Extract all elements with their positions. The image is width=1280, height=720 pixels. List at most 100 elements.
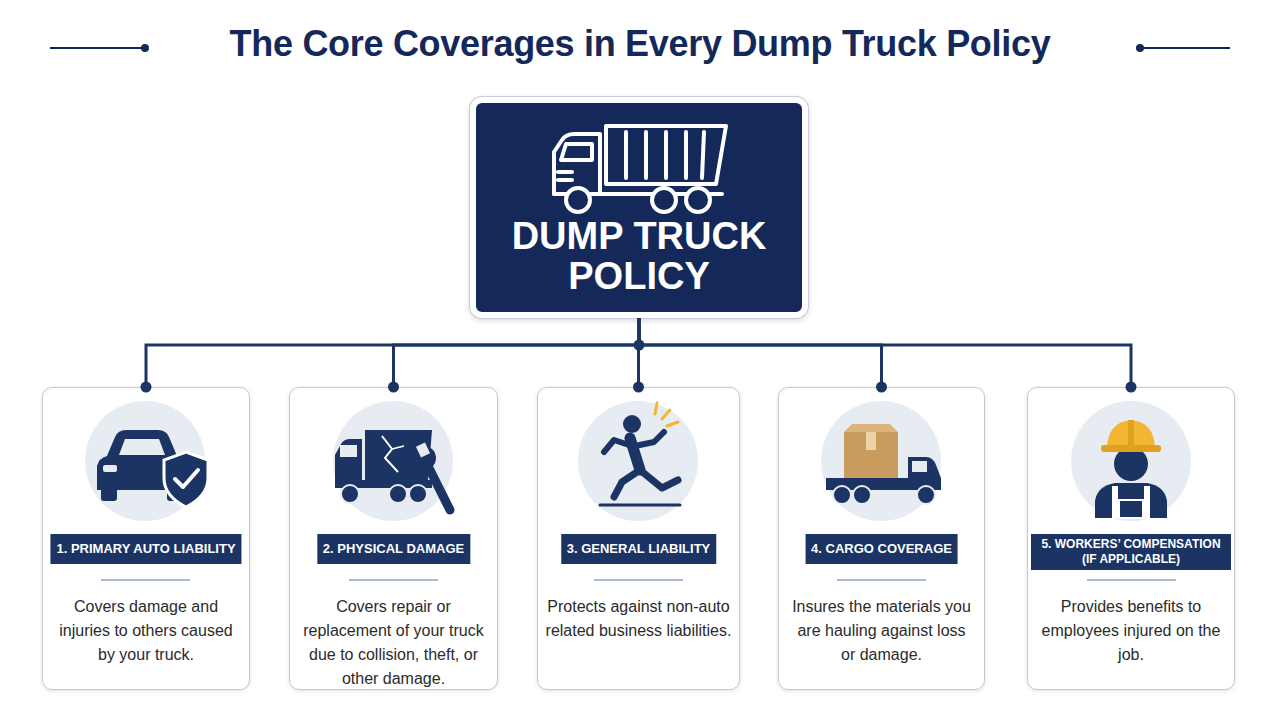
truck-window — [561, 144, 592, 160]
separator-line — [101, 579, 190, 581]
coverage-description: Insures the materials you are hauling ag… — [789, 595, 975, 667]
wrench-handle — [428, 466, 450, 510]
hard-hat-ridge — [1128, 420, 1134, 446]
title-rule-dot — [141, 44, 149, 52]
cargo-tape — [866, 432, 876, 450]
separator-line — [837, 579, 926, 581]
separator-line — [1087, 579, 1176, 581]
hard-hat — [1107, 420, 1155, 448]
coverage-description: Protects against non-auto related busine… — [546, 595, 732, 643]
car-shield-icon — [97, 430, 208, 507]
truck-cab — [554, 134, 600, 194]
wrench-head — [412, 446, 436, 470]
dump-truck-icon — [554, 126, 726, 212]
tree-connector — [637, 318, 641, 387]
truck-bed — [606, 126, 726, 184]
alert-line — [662, 410, 670, 419]
cargo-box — [844, 432, 898, 478]
title-rule — [50, 47, 145, 49]
icon-circle — [85, 401, 205, 521]
wrench-jaw — [416, 442, 430, 457]
coverage-description: Provides benefits to employees injured o… — [1038, 595, 1224, 667]
worker-head — [1114, 447, 1148, 481]
alert-line — [667, 422, 678, 426]
truck-cab — [908, 457, 941, 490]
coverage-box: 2. PHYSICAL DAMAGE Covers repair or repla… — [289, 387, 498, 690]
coverage-description: Covers damage and injuries to others cau… — [53, 595, 239, 667]
truck-grille — [558, 170, 572, 174]
car-window — [119, 439, 165, 455]
icon-circle — [821, 401, 941, 521]
truck-wheel — [853, 486, 871, 504]
truck-window — [340, 445, 357, 457]
car-wheel — [167, 488, 183, 501]
hard-hat-brim — [1101, 445, 1161, 452]
tree-connector — [639, 318, 1131, 387]
bed-slat — [664, 132, 668, 178]
cargo-truck-icon — [826, 424, 941, 504]
coverage-box: 4. CARGO COVERAGE Insures the materials y… — [778, 387, 985, 690]
person-arm — [635, 432, 664, 446]
icon-circle — [1071, 401, 1191, 521]
person-arm — [604, 440, 632, 452]
alert-line — [655, 403, 657, 414]
crack-line — [392, 446, 404, 449]
truck-wheel — [566, 188, 590, 212]
tree-connector — [394, 318, 640, 387]
car-body — [97, 430, 187, 490]
truck-chassis — [554, 192, 722, 196]
car-headlight — [167, 465, 181, 472]
separator-line — [594, 579, 683, 581]
slip-fall-icon — [600, 403, 680, 505]
overall-bib — [1119, 500, 1143, 518]
icon-circle — [333, 401, 453, 521]
tree-connector — [639, 318, 882, 387]
coverage-description: Covers repair or replacement of your tru… — [301, 595, 487, 691]
bed-slat — [644, 132, 648, 178]
overall-strap — [1112, 486, 1118, 518]
truck-wheel — [409, 485, 427, 503]
title-rule — [1140, 47, 1230, 49]
policy-title: DUMP TRUCK POLICY — [489, 216, 789, 296]
truck-wheel — [341, 485, 359, 503]
truck-chassis — [335, 480, 432, 488]
person-head — [623, 415, 641, 433]
coverage-heading: 1. PRIMARY AUTO LIABILITY — [50, 534, 241, 564]
truck-grille — [558, 178, 572, 182]
crack-line — [382, 436, 398, 472]
coverage-heading: 4. CARGO COVERAGE — [805, 534, 958, 564]
person-leg — [640, 470, 678, 488]
policy-box: DUMP TRUCK POLICY — [470, 97, 808, 318]
damaged-truck-icon — [335, 430, 450, 510]
truck-flatbed — [826, 478, 908, 490]
truck-wheel — [686, 188, 710, 212]
coverage-heading: 3. GENERAL LIABILITY — [561, 534, 717, 564]
truck-wheel — [652, 188, 676, 212]
worker-icon — [1095, 420, 1167, 518]
coverage-box: 1. PRIMARY AUTO LIABILITY Covers damage a… — [42, 387, 250, 690]
separator-line — [349, 579, 438, 581]
truck-bed — [365, 430, 432, 480]
bed-slat — [624, 132, 628, 178]
worker-body — [1095, 483, 1167, 518]
car-wheel — [101, 488, 117, 501]
overall-strap — [1144, 486, 1150, 518]
tree-connector — [146, 318, 639, 387]
truck-wheel — [833, 486, 851, 504]
bed-slat — [684, 132, 688, 178]
truck-cab — [335, 439, 362, 488]
title-rule-dot — [1136, 44, 1144, 52]
truck-wheel — [917, 486, 935, 504]
coverage-heading: 2. PHYSICAL DAMAGE — [317, 534, 470, 564]
shield — [164, 452, 208, 507]
junction-dot — [634, 340, 645, 351]
check-mark — [175, 470, 198, 487]
page-title: The Core Coverages in Every Dump Truck P… — [0, 22, 1280, 66]
person-torso — [630, 438, 640, 470]
floor-line — [600, 504, 680, 507]
car-headlight — [103, 465, 117, 472]
coverage-heading: 5. WORKERS’ COMPENSATION (IF APPLICABLE) — [1031, 534, 1231, 570]
coverage-box: 5. WORKERS’ COMPENSATION (IF APPLICABLE)… — [1027, 387, 1235, 690]
